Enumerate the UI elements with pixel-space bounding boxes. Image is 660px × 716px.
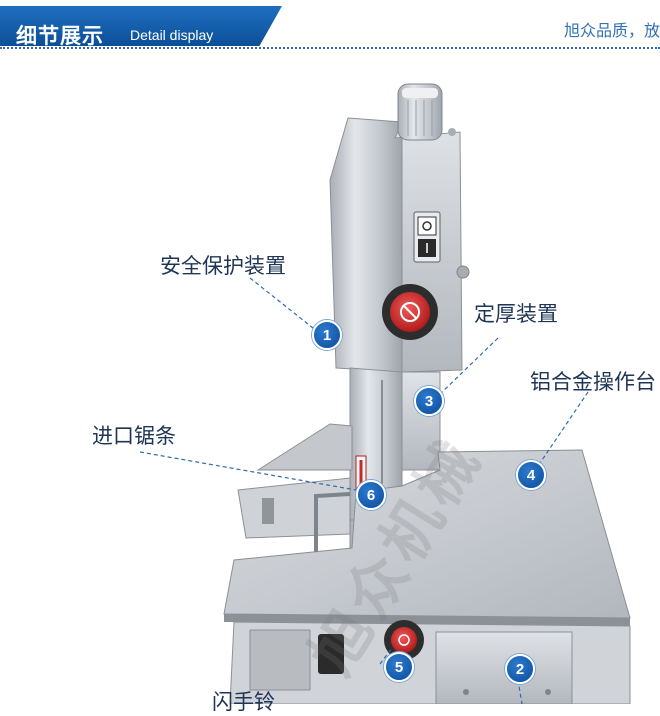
no-hand-warning-icon <box>382 284 438 340</box>
callout-label-aluminum-table: 铝合金操作台 <box>530 370 656 394</box>
dotted-divider <box>0 47 660 49</box>
callout-badge-5: 5 <box>384 652 414 682</box>
callout-badge-2: 2 <box>505 654 535 684</box>
callout-badge-1: 1 <box>312 320 342 350</box>
callout-label-safety-guard: 安全保护装置 <box>160 254 286 278</box>
section-title-en: Detail display <box>130 27 214 43</box>
callout-label-thickness-gauge: 定厚装置 <box>474 302 558 326</box>
rear-guide-plate <box>256 423 353 471</box>
callout-badge-3: 3 <box>414 386 444 416</box>
callout-leaders <box>139 277 589 705</box>
callout-label-imported-blade: 进口锯条 <box>92 424 176 448</box>
adjustment-knob-icon <box>384 620 424 660</box>
brand-slogan: 旭众品质，放 <box>563 21 660 40</box>
product-detail-image: 安全保护装置 定厚装置 铝合金操作台 进口锯条 闪手铃 1 3 4 6 5 2 … <box>0 52 660 714</box>
title-banner: 细节展示 Detail display <box>0 6 282 46</box>
section-header: 细节展示 Detail display 旭众品质，放 <box>0 0 660 52</box>
callout-badge-6: 6 <box>356 480 386 510</box>
section-title-cn: 细节展示 <box>16 23 104 48</box>
callout-badge-4: 4 <box>516 460 546 490</box>
power-switch-icon <box>413 211 441 263</box>
pusher-plate <box>237 477 351 539</box>
lower-cabinet <box>229 621 631 705</box>
callout-label-brake: 闪手铃 <box>212 690 275 714</box>
